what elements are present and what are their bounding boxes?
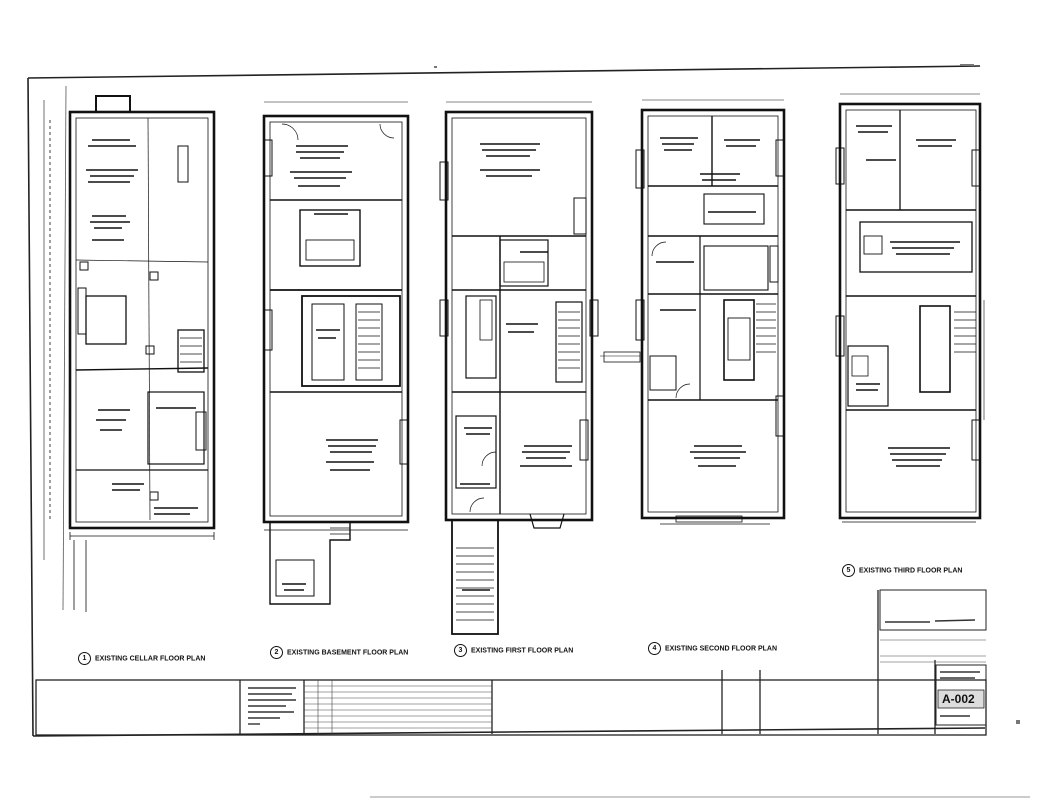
plan-label-cellar: 1 EXISTING CELLAR FLOOR PLAN: [78, 652, 205, 665]
plan-title-4: EXISTING SECOND FLOOR PLAN: [665, 645, 778, 653]
second-floor-plan: [635, 99, 786, 525]
plan-number-2: 2: [270, 646, 283, 659]
plan-label-basement: 2 EXISTING BASEMENT FLOOR PLAN: [270, 646, 408, 659]
plan-title-1: EXISTING CELLAR FLOOR PLAN: [95, 655, 206, 663]
basement-floor-plan: [262, 101, 410, 605]
plan-label-third: 5 EXISTING THIRD FLOOR PLAN: [842, 564, 962, 577]
plan-label-second: 4 EXISTING SECOND FLOOR PLAN: [648, 642, 777, 655]
first-floor-plan: [439, 101, 641, 635]
title-block: [35, 589, 987, 736]
third-floor-plan: [835, 93, 985, 523]
scan-noise: [370, 64, 1030, 798]
plan-title-2: EXISTING BASEMENT FLOOR PLAN: [287, 649, 409, 657]
plan-title-5: EXISTING THIRD FLOOR PLAN: [859, 567, 963, 575]
plan-label-first: 3 EXISTING FIRST FLOOR PLAN: [454, 644, 573, 657]
cellar-floor-plan: [43, 95, 216, 612]
plan-number-4: 4: [648, 642, 661, 655]
plan-number-3: 3: [454, 644, 467, 657]
sheet-number: A-002: [942, 692, 975, 706]
plan-number-1: 1: [78, 652, 91, 665]
plan-title-3: EXISTING FIRST FLOOR PLAN: [471, 647, 574, 655]
sheet-border: [27, 65, 986, 737]
plan-number-5: 5: [842, 564, 855, 577]
